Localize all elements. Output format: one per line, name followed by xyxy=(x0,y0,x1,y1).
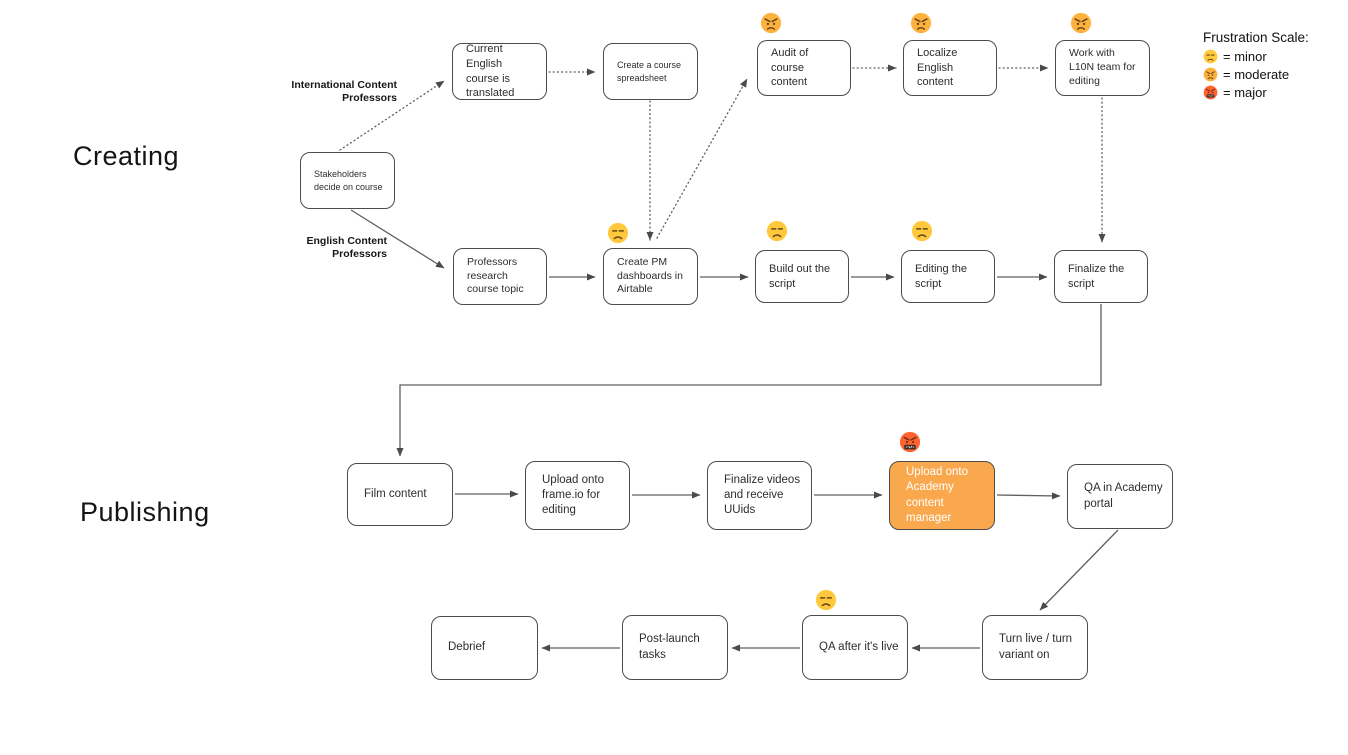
node-label: Finalize the script xyxy=(1068,262,1125,290)
unamused-face-icon xyxy=(911,220,933,242)
section-title-publishing: Publishing xyxy=(80,497,210,527)
node-label: Create PM dashboards in Airtable xyxy=(617,255,683,296)
node-label: Upload onto frame.io for editing xyxy=(542,473,605,517)
annotation-build-out xyxy=(766,220,788,242)
frustration-legend: Frustration Scale: = minor = moderate = … xyxy=(1203,30,1309,103)
node-professors-research-topic[interactable]: Professors research course topic xyxy=(453,248,547,305)
edge-qa-portal-to-turn-live xyxy=(1039,529,1119,611)
node-label: Localize English content xyxy=(917,47,958,89)
node-work-with-l10n-team[interactable]: Work with L10N team for editing xyxy=(1055,40,1150,96)
node-turn-live-variant[interactable]: Turn live / turn variant on xyxy=(982,615,1088,680)
lane-label-international-content-professors: International Content Professors xyxy=(291,79,397,104)
node-localize-english-content[interactable]: Localize English content xyxy=(903,40,997,96)
angry-face-icon xyxy=(1070,12,1092,34)
unamused-face-icon xyxy=(766,220,788,242)
legend-title: Frustration Scale: xyxy=(1203,30,1309,45)
section-title-creating: Creating xyxy=(73,141,180,171)
annotation-qa-after-live xyxy=(815,589,837,611)
legend-item-label: = moderate xyxy=(1223,67,1290,82)
node-create-course-spreadsheet[interactable]: Create a course spreadsheet xyxy=(603,43,698,100)
node-debrief[interactable]: Debrief xyxy=(431,616,538,680)
annotation-audit xyxy=(760,12,782,34)
node-label: Debrief xyxy=(448,641,486,654)
annotation-editing xyxy=(911,220,933,242)
node-label: QA after it's live xyxy=(819,640,899,653)
edge-finalize-script-to-film xyxy=(396,304,1102,457)
angry-face-icon xyxy=(760,12,782,34)
node-film-content[interactable]: Film content xyxy=(347,463,453,526)
edge-stakeholders-to-professors xyxy=(350,209,445,269)
node-post-launch-tasks[interactable]: Post-launch tasks xyxy=(622,615,728,680)
legend-item-major: = major xyxy=(1203,85,1309,100)
angry-face-icon xyxy=(910,12,932,34)
unamused-face-icon xyxy=(607,222,629,244)
node-label: Post-launch tasks xyxy=(639,633,700,661)
node-label: Turn live / turn variant on xyxy=(999,633,1073,661)
unamused-face-icon xyxy=(1203,49,1218,64)
node-finalize-script[interactable]: Finalize the script xyxy=(1054,250,1148,303)
node-label: Editing the script xyxy=(915,262,967,290)
annotation-l10n xyxy=(1070,12,1092,34)
node-build-out-script[interactable]: Build out the script xyxy=(755,250,849,303)
annotation-localize xyxy=(910,12,932,34)
node-label: Film content xyxy=(364,487,427,500)
lane-label-english-content-professors: English Content Professors xyxy=(306,235,388,260)
node-label: Work with L10N team for editing xyxy=(1069,47,1136,87)
node-label: Stakeholders decide on course xyxy=(314,169,383,192)
node-finalize-videos-uuids[interactable]: Finalize videos and receive UUids xyxy=(707,461,812,530)
unamused-face-icon xyxy=(815,589,837,611)
annotation-academy-upload xyxy=(899,431,921,453)
angry-face-icon xyxy=(1203,67,1218,82)
cursing-face-icon xyxy=(1203,85,1218,100)
legend-item-moderate: = moderate xyxy=(1203,67,1309,82)
node-label: Audit of course content xyxy=(771,47,809,89)
node-label: QA in Academy portal xyxy=(1084,482,1163,510)
node-editing-script[interactable]: Editing the script xyxy=(901,250,995,303)
node-create-pm-dashboards[interactable]: Create PM dashboards in Airtable xyxy=(603,248,698,305)
cursing-face-icon xyxy=(899,431,921,453)
node-label: Professors research course topic xyxy=(467,255,524,296)
node-upload-academy-content-manager[interactable]: Upload onto Academy content manager xyxy=(889,461,995,530)
legend-item-label: = major xyxy=(1223,85,1267,100)
legend-item-label: = minor xyxy=(1223,49,1267,64)
node-upload-frameio[interactable]: Upload onto frame.io for editing xyxy=(525,461,630,530)
node-current-english-translated[interactable]: Current English course is translated xyxy=(452,43,547,100)
node-label: Upload onto Academy content manager xyxy=(906,466,969,524)
node-audit-course-content[interactable]: Audit of course content xyxy=(757,40,851,96)
annotation-pm-dashboards xyxy=(607,222,629,244)
edge-academy-to-qa-portal xyxy=(996,492,1061,500)
legend-item-minor: = minor xyxy=(1203,49,1309,64)
node-label: Current English course is translated xyxy=(466,43,515,100)
node-qa-after-live[interactable]: QA after it's live xyxy=(802,615,908,680)
node-stakeholders-decide-course[interactable]: Stakeholders decide on course xyxy=(300,152,395,209)
node-label: Build out the script xyxy=(769,262,831,290)
node-label: Finalize videos and receive UUids xyxy=(724,473,801,517)
edge-pm-dashboards-to-audit xyxy=(656,78,748,239)
node-label: Create a course spreadsheet xyxy=(617,60,682,83)
edge-stakeholders-to-current-english xyxy=(339,80,445,151)
node-qa-academy-portal[interactable]: QA in Academy portal xyxy=(1067,464,1173,529)
